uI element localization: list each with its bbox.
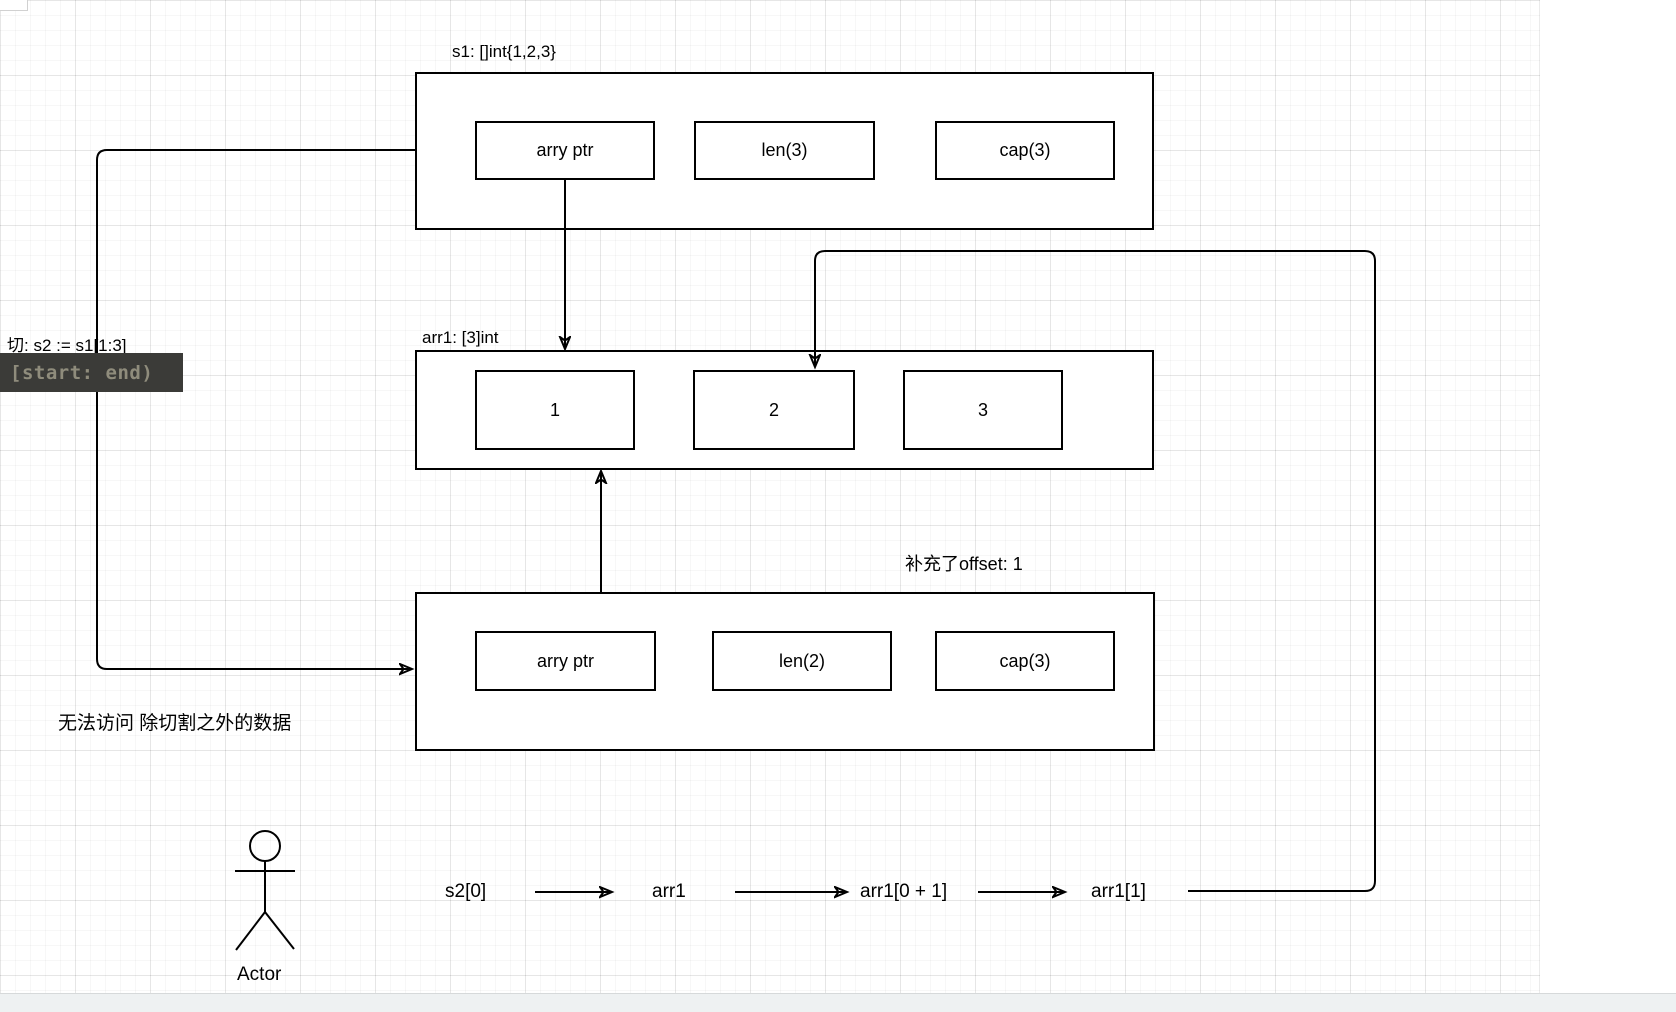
canvas-corner-notch (0, 0, 28, 11)
flow-step-s2-0[interactable]: s2[0] (445, 881, 487, 902)
s1-to-s2-connector[interactable] (96, 149, 415, 669)
arr1-title[interactable]: arr1: [3]int (422, 328, 499, 347)
actor-head (249, 830, 281, 862)
s1-field-len[interactable]: len(3) (694, 121, 875, 180)
s2-offset-title[interactable]: 补充了offset: 1 (905, 554, 1023, 574)
s2-field-arry-ptr[interactable]: arry ptr (475, 631, 656, 691)
s1-field-cap[interactable]: cap(3) (935, 121, 1115, 180)
arr1-index-1-connector[interactable] (815, 250, 1376, 892)
s2-field-cap[interactable]: cap(3) (935, 631, 1115, 691)
flow-step-arr1[interactable]: arr1 (652, 881, 686, 902)
flow-step-arr1-1[interactable]: arr1[1] (1091, 881, 1146, 902)
range-code-text: [start: end) (10, 361, 154, 384)
flow-step-arr1-0-plus-1[interactable]: arr1[0 + 1] (860, 881, 948, 902)
actor-figure[interactable] (235, 830, 295, 951)
canvas-bottom-margin (0, 993, 1676, 1012)
s1-title[interactable]: s1: []int{1,2,3} (452, 42, 556, 61)
s1-field-arry-ptr[interactable]: arry ptr (475, 121, 655, 180)
actor-right-leg (264, 911, 295, 950)
range-code-box[interactable]: [start: end) (0, 353, 183, 392)
actor-left-leg (235, 911, 266, 951)
s2-field-len[interactable]: len(2) (712, 631, 892, 691)
no-access-label[interactable]: 无法访问 除切割之外的数据 (58, 713, 292, 734)
actor-label[interactable]: Actor (237, 964, 282, 985)
arr1-cell-2[interactable]: 3 (903, 370, 1063, 450)
arr1-cell-0[interactable]: 1 (475, 370, 635, 450)
arr1-cell-1[interactable]: 2 (693, 370, 855, 450)
